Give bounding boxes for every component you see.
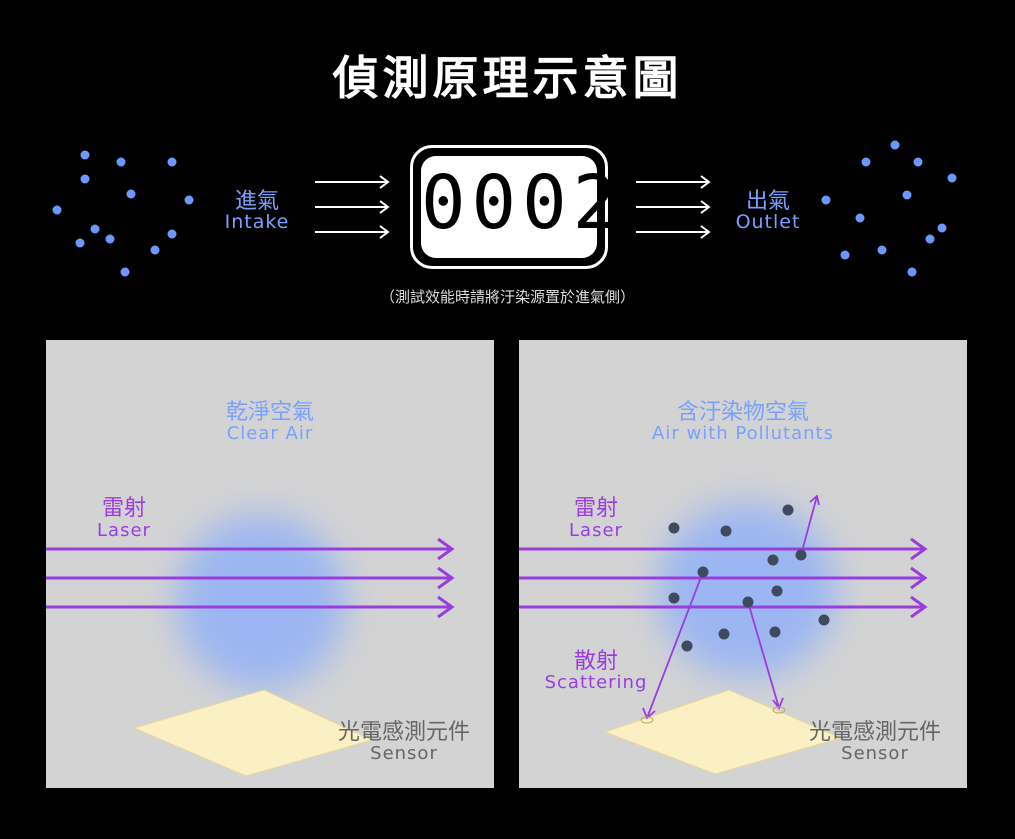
sensor-plate xyxy=(132,689,374,777)
outlet-label-zh: 出氣 xyxy=(745,189,790,214)
outlet-particle xyxy=(937,223,947,233)
outlet-particle xyxy=(855,213,865,223)
display-reading: 0002 xyxy=(421,160,624,246)
outlet-particle xyxy=(861,157,871,167)
polluted-air-panel: 含汙染物空氣 Air with Pollutants 雷射 Laser 散射 S… xyxy=(519,340,967,788)
intake-particle xyxy=(80,150,90,160)
sensor-label-zh: 光電感測元件 xyxy=(337,720,470,745)
hit-mark xyxy=(772,706,786,714)
pollutant-particle xyxy=(697,566,709,578)
laser-beams xyxy=(46,537,455,619)
outlet-particle xyxy=(947,173,957,183)
laser-beams xyxy=(519,537,928,619)
scatter-rays xyxy=(642,494,820,720)
intake-particle xyxy=(150,245,160,255)
polluted-heading-zh: 含汙染物空氣 xyxy=(676,400,809,425)
arrow-right-icon xyxy=(636,200,711,214)
pollutant-particle xyxy=(782,504,794,516)
laser-beam xyxy=(46,537,455,561)
clean-air-illustration xyxy=(46,514,455,777)
intake-particle xyxy=(105,234,115,244)
pollutant-particle xyxy=(720,525,732,537)
intake-label-en: Intake xyxy=(224,211,290,233)
intake-particle xyxy=(126,189,136,199)
pollutant-particle xyxy=(818,614,830,626)
intake-particle xyxy=(184,195,194,205)
laser-label-zh: 雷射 xyxy=(101,496,146,521)
intake-particle xyxy=(167,229,177,239)
air-cloud xyxy=(176,514,346,690)
pollutant-particle xyxy=(767,554,779,566)
outlet-particle xyxy=(840,250,850,260)
pollutant-particle xyxy=(771,585,783,597)
pollutant-particle xyxy=(795,549,807,561)
intake-particle xyxy=(52,205,62,215)
outlet-particle xyxy=(907,267,917,277)
clean-heading-zh: 乾淨空氣 xyxy=(225,400,314,425)
pollutant-particle xyxy=(681,640,693,652)
outlet-particle xyxy=(877,245,887,255)
pollutant-particle xyxy=(742,596,754,608)
display-screen: 0002 xyxy=(421,156,624,258)
outlet-particle xyxy=(821,195,831,205)
outlet-particle xyxy=(890,140,900,150)
clean-heading-en: Clear Air xyxy=(226,423,314,444)
polluted-heading-en: Air with Pollutants xyxy=(652,423,834,444)
laser-label-zh: 雷射 xyxy=(573,496,618,521)
intake-particle xyxy=(90,224,100,234)
pollutant-particle xyxy=(769,626,781,638)
laser-beam xyxy=(519,566,928,590)
laser-label-en: Laser xyxy=(569,520,623,541)
scatter-label-en: Scattering xyxy=(544,672,648,693)
sensor-label-en: Sensor xyxy=(370,743,438,764)
intake-particle xyxy=(167,157,177,167)
test-note: （測試效能時請將汙染源置於進氣側） xyxy=(379,288,635,306)
sensor-hits xyxy=(640,706,786,724)
intake-particle xyxy=(120,267,130,277)
laser-beam xyxy=(46,566,455,590)
pollutant-particles xyxy=(668,504,830,652)
outlet-particle xyxy=(902,190,912,200)
intake-particle xyxy=(75,238,85,248)
polluted-air-illustration xyxy=(519,494,928,775)
hit-mark xyxy=(640,716,654,724)
sensor-display: 0002 xyxy=(410,145,624,269)
pollutant-particle xyxy=(668,522,680,534)
arrow-right-icon xyxy=(315,225,390,239)
intake-arrows xyxy=(315,175,390,239)
arrow-right-icon xyxy=(315,175,390,189)
sensor-label-en: Sensor xyxy=(841,743,909,764)
laser-label-en: Laser xyxy=(97,520,151,541)
arrow-right-icon xyxy=(636,225,711,239)
intake-particles xyxy=(52,150,194,277)
page-title: 偵測原理示意圖 xyxy=(332,51,683,105)
arrow-right-icon xyxy=(636,175,711,189)
arrow-right-icon xyxy=(315,200,390,214)
scatter-label-zh: 散射 xyxy=(573,649,618,674)
sensor-plate xyxy=(603,689,843,775)
scatter-ray xyxy=(747,601,784,710)
laser-beam xyxy=(46,595,455,619)
clean-air-panel: 乾淨空氣 Clear Air 雷射 Laser 光電感測元件 Sensor xyxy=(46,340,494,788)
intake-particle xyxy=(80,174,90,184)
pollutant-particle xyxy=(718,628,730,640)
outlet-label-en: Outlet xyxy=(735,211,801,233)
outlet-particle xyxy=(913,157,923,167)
outlet-particles xyxy=(821,140,957,277)
pollutant-particle xyxy=(668,592,680,604)
outlet-arrows xyxy=(636,175,711,239)
laser-beam xyxy=(519,595,928,619)
flow-diagram xyxy=(52,140,957,277)
air-cloud xyxy=(657,502,837,678)
intake-particle xyxy=(116,157,126,167)
scatter-ray xyxy=(800,494,820,556)
sensor-label-zh: 光電感測元件 xyxy=(808,720,941,745)
scatter-ray xyxy=(642,571,704,720)
intake-label-zh: 進氣 xyxy=(234,189,279,214)
outlet-particle xyxy=(925,234,935,244)
laser-beam xyxy=(519,537,928,561)
